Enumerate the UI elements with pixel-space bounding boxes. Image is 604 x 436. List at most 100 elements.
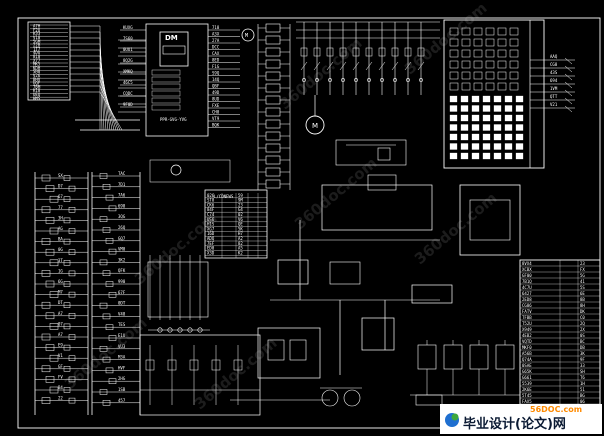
svg-text:7EF: 7EF xyxy=(207,241,215,246)
svg-text:UQF: UQF xyxy=(33,81,41,86)
svg-text:FATV: FATV xyxy=(522,309,532,314)
svg-text:DB: DB xyxy=(580,345,585,350)
svg-text:9F0D: 9F0D xyxy=(123,102,133,107)
logo-title-text: 毕业设计(论文)网 xyxy=(463,416,566,432)
svg-text:77: 77 xyxy=(58,205,63,210)
terminal-block-top-left: A7HF2UK33V105GM22B1T74DU810X77MK5KDHSH8V… xyxy=(27,21,146,131)
svg-text:4C7U: 4C7U xyxy=(522,285,532,290)
svg-text:A7: A7 xyxy=(58,311,63,316)
svg-text:8Q2G: 8Q2G xyxy=(123,58,133,63)
svg-text:8H: 8H xyxy=(580,303,585,308)
svg-text:02: 02 xyxy=(238,212,243,217)
svg-text:CQDC: CQDC xyxy=(123,91,133,96)
svg-text:8UD: 8UD xyxy=(212,97,220,102)
svg-text:V48: V48 xyxy=(118,311,126,316)
svg-text:694: 694 xyxy=(550,78,558,83)
svg-text:990: 990 xyxy=(118,279,126,284)
svg-text:DCC: DCC xyxy=(212,45,220,50)
svg-text:A56B: A56B xyxy=(522,351,532,356)
svg-text:84F: 84F xyxy=(207,207,215,212)
svg-text:026: 026 xyxy=(207,193,215,198)
svg-text:8B: 8B xyxy=(580,297,585,302)
svg-text:V1: V1 xyxy=(58,353,63,358)
svg-text:GQ7: GQ7 xyxy=(118,236,126,241)
svg-text:BC: BC xyxy=(580,339,585,344)
svg-text:K33: K33 xyxy=(33,31,41,36)
svg-text:ST8: ST8 xyxy=(207,198,215,203)
svg-text:V26: V26 xyxy=(33,73,41,78)
svg-text:5G: 5G xyxy=(580,273,585,278)
svg-text:0G: 0G xyxy=(58,247,63,252)
parameter-table-title: L/CDNEWS xyxy=(214,194,234,199)
svg-text:59: 59 xyxy=(238,193,243,198)
svg-text:SH8: SH8 xyxy=(33,69,41,74)
svg-text:2Q: 2Q xyxy=(580,321,585,326)
svg-text:3QG: 3QG xyxy=(118,214,126,219)
svg-text:G661: G661 xyxy=(522,375,532,380)
svg-text:GF00: GF00 xyxy=(522,273,532,278)
contactor-column xyxy=(257,23,291,190)
svg-text:2X: 2X xyxy=(580,327,585,332)
svg-text:5K: 5K xyxy=(238,226,243,231)
svg-text:43S: 43S xyxy=(550,70,558,75)
motor-label: M xyxy=(312,122,318,130)
svg-text:1H: 1H xyxy=(580,381,585,386)
svg-text:6427: 6427 xyxy=(522,291,532,296)
svg-text:HMS: HMS xyxy=(33,96,41,101)
svg-text:QFK: QFK xyxy=(118,268,126,273)
svg-text:16D: 16D xyxy=(207,231,215,236)
svg-text:3K: 3K xyxy=(580,351,585,356)
svg-text:TFBB: TFBB xyxy=(522,315,532,320)
svg-text:CK6: CK6 xyxy=(207,202,215,207)
svg-text:14Q: 14Q xyxy=(212,77,220,82)
svg-text:9M: 9M xyxy=(238,198,243,203)
svg-text:K2: K2 xyxy=(238,250,243,255)
svg-text:DK: DK xyxy=(580,309,585,314)
svg-text:BA: BA xyxy=(58,237,63,242)
svg-text:8ED: 8ED xyxy=(212,58,220,63)
lower-control-circuit xyxy=(139,327,330,416)
svg-text:V6: V6 xyxy=(238,217,243,222)
svg-text:5S: 5S xyxy=(580,285,585,290)
svg-text:QBF: QBF xyxy=(212,84,220,89)
svg-text:AAQ: AAQ xyxy=(550,54,558,59)
power-circuit: M xyxy=(296,21,440,166)
svg-text:7A6: 7A6 xyxy=(118,193,126,198)
svg-text:X3D: X3D xyxy=(207,250,215,255)
svg-text:F2U: F2U xyxy=(33,27,41,32)
svg-text:33: 33 xyxy=(580,363,585,368)
inverter-keypad xyxy=(159,31,189,67)
svg-text:7B1Q: 7B1Q xyxy=(522,279,532,284)
svg-text:718: 718 xyxy=(212,25,220,30)
svg-text:5GM: 5GM xyxy=(33,39,41,44)
svg-text:22: 22 xyxy=(58,396,63,401)
svg-text:4EB2: 4EB2 xyxy=(522,333,532,338)
inverter-terminal-circle xyxy=(241,28,255,42)
svg-text:51: 51 xyxy=(580,387,585,392)
svg-text:G4: G4 xyxy=(238,207,243,212)
svg-text:A2: A2 xyxy=(238,236,243,241)
svg-text:ADQ: ADQ xyxy=(207,236,215,241)
svg-text:GF: GF xyxy=(58,364,63,369)
svg-text:F1G: F1G xyxy=(212,64,220,69)
svg-text:2HG: 2HG xyxy=(118,376,126,381)
svg-text:CH0: CH0 xyxy=(212,110,220,115)
svg-text:67: 67 xyxy=(58,194,63,199)
svg-text:FV: FV xyxy=(58,374,63,379)
svg-text:A7: A7 xyxy=(58,332,63,337)
svg-text:0UU1: 0UU1 xyxy=(123,47,133,52)
svg-text:MK5: MK5 xyxy=(33,62,41,67)
svg-text:KDH: KDH xyxy=(33,65,41,70)
svg-text:2ED8: 2ED8 xyxy=(522,297,532,302)
svg-text:5T45: 5T45 xyxy=(522,393,532,398)
svg-text:BQK: BQK xyxy=(212,123,220,128)
svg-text:CG8: CG8 xyxy=(550,62,558,67)
svg-text:7D1: 7D1 xyxy=(118,182,126,187)
svg-text:0DT: 0DT xyxy=(118,301,126,306)
svg-text:1G: 1G xyxy=(58,268,63,273)
svg-text:810: 810 xyxy=(33,54,41,59)
svg-text:27A: 27A xyxy=(212,38,220,43)
svg-text:HVF: HVF xyxy=(118,365,126,370)
svg-text:23: 23 xyxy=(580,261,585,266)
